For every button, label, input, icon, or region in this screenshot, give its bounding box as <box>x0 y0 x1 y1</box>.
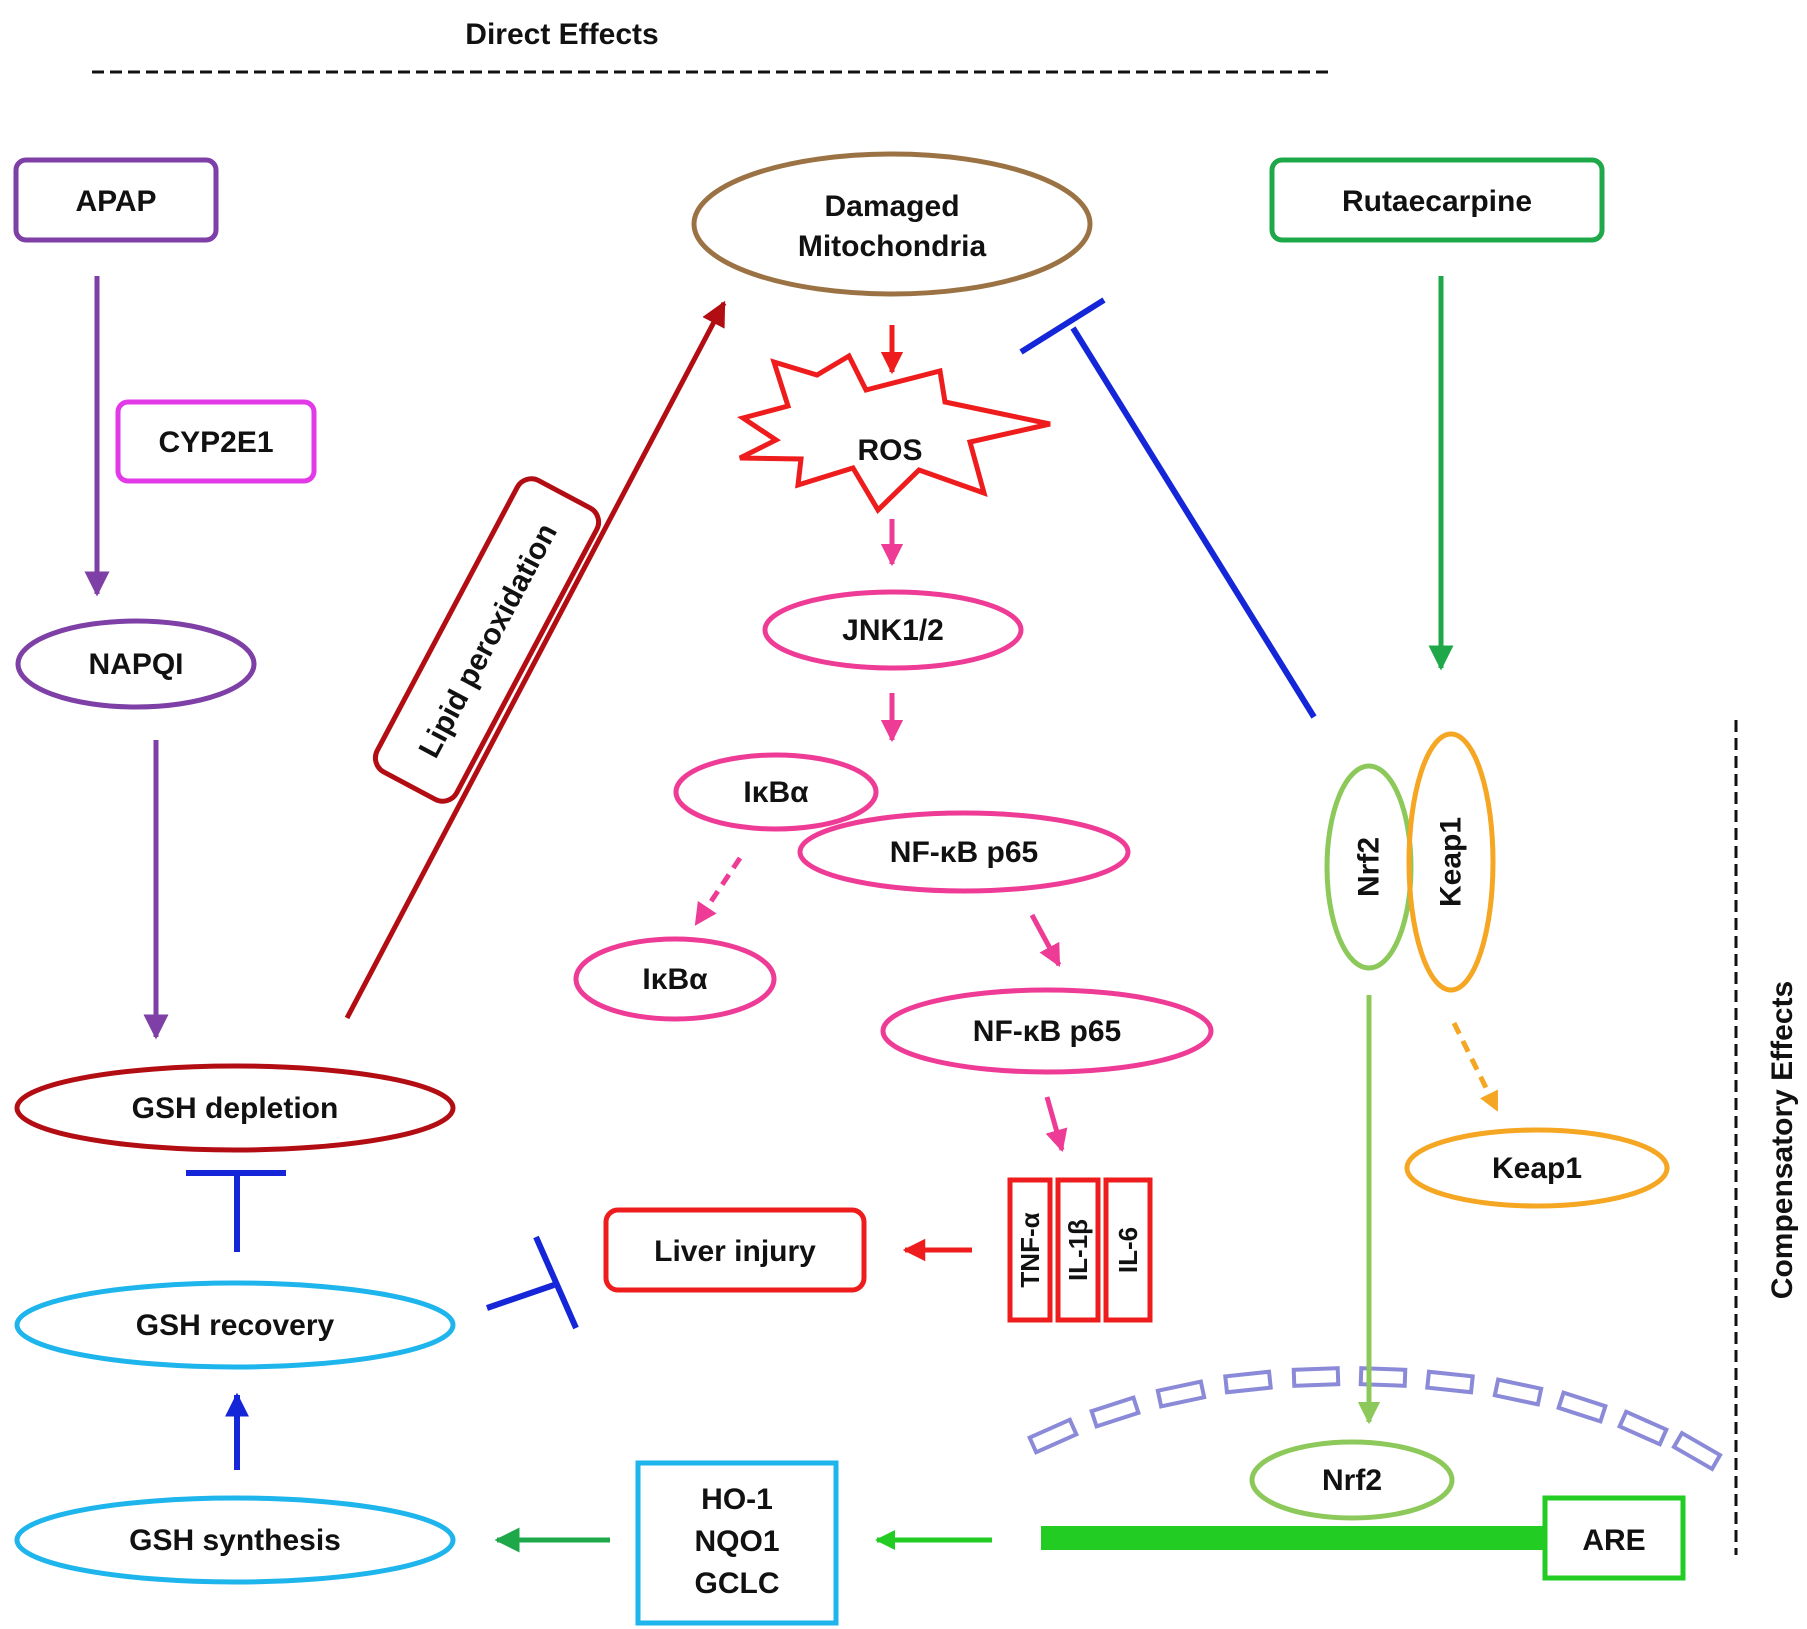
keap1-release-arrow <box>1451 1021 1500 1112</box>
rutaecarpine-box <box>1269 157 1605 243</box>
nfkb-free-label: NF-κB p65 <box>973 1015 1121 1048</box>
rutaecarpine-label: Rutaecarpine <box>1342 185 1532 218</box>
nrf2-inhibits-mitochondria-bar <box>1019 297 1106 355</box>
lipid-peroxidation-arrow <box>344 300 727 1020</box>
nfkb-to-cytokines-arrow <box>1044 1096 1068 1153</box>
apap-label: APAP <box>75 185 156 218</box>
ikba-bound-label: IκBα <box>743 776 809 809</box>
damaged-mitochondria-label-line2: Mitochondria <box>798 230 987 263</box>
ikba-bound-ellipse <box>673 752 879 832</box>
ros-label: ROS <box>857 434 922 467</box>
damaged-mitochondria-label-line1: Damaged <box>824 190 959 223</box>
gene-nqo1-label: NQO1 <box>694 1525 779 1558</box>
recovery-inhibits-injury-line <box>486 1282 555 1311</box>
gsh-depletion-ellipse <box>14 1063 456 1153</box>
nfkb-free-ellipse <box>880 987 1214 1075</box>
damaged-mitochondria-ellipse <box>691 151 1093 297</box>
nfkb-bound-ellipse <box>797 810 1131 894</box>
lipid-peroxidation-box <box>372 476 602 804</box>
keap1-complex-label: Keap1 <box>1435 817 1468 907</box>
nrf2-nucleus-ellipse <box>1249 1439 1455 1521</box>
gene-ho1-label: HO-1 <box>701 1483 773 1516</box>
dna-bar <box>1041 1526 1547 1550</box>
tnf-box <box>1007 1177 1053 1323</box>
cyp2e1-label: CYP2E1 <box>158 426 273 459</box>
nfkb-release-arrow <box>1029 913 1062 967</box>
ros-burst <box>737 352 1051 515</box>
apap-box <box>13 157 219 243</box>
liver-injury-label: Liver injury <box>654 1235 816 1268</box>
nrf2-complex-label: Nrf2 <box>1353 837 1386 897</box>
recovery-inhibits-injury-bar <box>533 1235 579 1330</box>
jnk-ellipse <box>762 589 1024 671</box>
target-genes-box <box>635 1460 839 1626</box>
napqi-ellipse <box>15 618 257 710</box>
il1b-box <box>1055 1177 1101 1323</box>
tnf-label: TNF-α <box>1015 1212 1045 1287</box>
ikba-release-arrow <box>693 856 743 926</box>
cyp2e1-box <box>115 399 317 484</box>
direct-effects-title: Direct Effects <box>465 18 658 51</box>
nrf2-inhibits-mitochondria-line <box>1070 326 1317 719</box>
gsh-recovery-label: GSH recovery <box>136 1309 335 1342</box>
il1b-label: IL-1β <box>1063 1219 1093 1281</box>
ikba-free-ellipse <box>573 936 777 1022</box>
il6-label: IL-6 <box>1113 1227 1143 1273</box>
gsh-synthesis-ellipse <box>14 1495 456 1585</box>
nfkb-bound-label: NF-κB p65 <box>890 836 1038 869</box>
liver-injury-box <box>603 1207 867 1293</box>
jnk-label: JNK1/2 <box>842 614 944 647</box>
il6-box <box>1103 1177 1153 1323</box>
compensatory-effects-title: Compensatory Effects <box>1766 981 1799 1299</box>
nrf2-nucleus-label: Nrf2 <box>1322 1464 1382 1497</box>
ikba-free-label: IκBα <box>642 963 708 996</box>
napqi-label: NAPQI <box>88 648 183 681</box>
gene-gclc-label: GCLC <box>695 1567 780 1600</box>
keap1-complex-ellipse <box>1406 731 1496 993</box>
keap1-free-ellipse <box>1404 1127 1670 1209</box>
are-box <box>1542 1495 1686 1581</box>
are-label: ARE <box>1582 1524 1645 1557</box>
keap1-free-label: Keap1 <box>1492 1152 1582 1185</box>
gsh-depletion-label: GSH depletion <box>132 1092 339 1125</box>
gsh-recovery-ellipse <box>14 1280 456 1370</box>
nuclear-membrane <box>1027 1366 1723 1472</box>
gsh-synthesis-label: GSH synthesis <box>129 1524 341 1557</box>
